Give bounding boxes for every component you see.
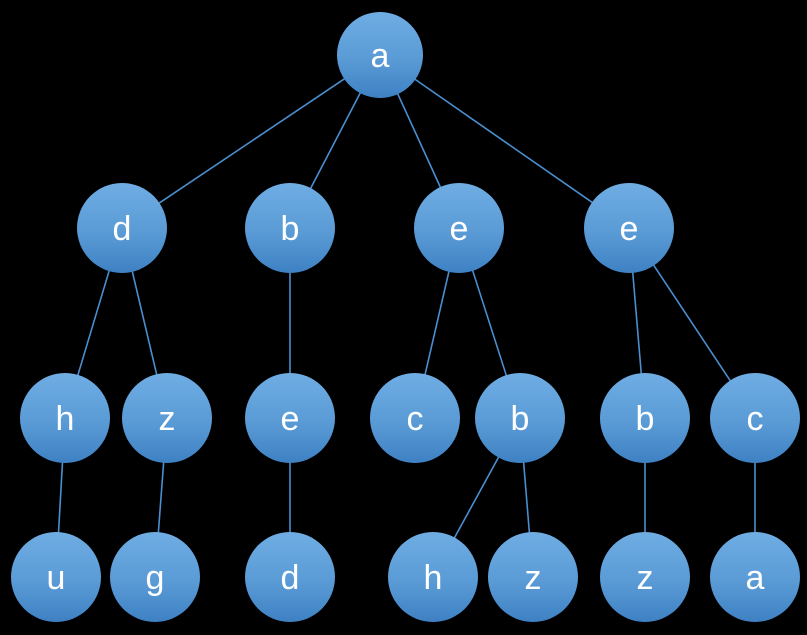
- node-circle[interactable]: [11, 532, 101, 622]
- node-circle[interactable]: [245, 373, 335, 463]
- node-circle[interactable]: [710, 373, 800, 463]
- tree-edge: [631, 270, 643, 376]
- tree-node[interactable]: d: [77, 183, 167, 273]
- tree-node[interactable]: e: [245, 373, 335, 463]
- node-circle[interactable]: [475, 373, 565, 463]
- node-circle[interactable]: [388, 532, 478, 622]
- node-circle[interactable]: [414, 183, 504, 273]
- node-circle[interactable]: [245, 183, 335, 273]
- tree-edge: [131, 269, 158, 377]
- tree-node[interactable]: a: [710, 532, 800, 622]
- tree-node[interactable]: h: [20, 373, 110, 463]
- tree-edge: [452, 455, 501, 540]
- node-circle[interactable]: [245, 532, 335, 622]
- node-circle[interactable]: [20, 373, 110, 463]
- tree-node[interactable]: c: [710, 373, 800, 463]
- node-circle[interactable]: [710, 532, 800, 622]
- node-circle[interactable]: [584, 183, 674, 273]
- tree-node[interactable]: b: [600, 373, 690, 463]
- tree-node[interactable]: e: [414, 183, 504, 273]
- tree-edge: [57, 460, 64, 535]
- tree-node[interactable]: b: [475, 373, 565, 463]
- tree-edge: [157, 460, 165, 535]
- tree-node[interactable]: z: [122, 373, 212, 463]
- node-circle[interactable]: [600, 532, 690, 622]
- tree-node[interactable]: z: [600, 532, 690, 622]
- tree-edge: [522, 460, 531, 535]
- tree-edge: [471, 268, 508, 378]
- tree-edge: [157, 77, 347, 205]
- node-circle[interactable]: [488, 532, 578, 622]
- tree-node[interactable]: a: [337, 12, 423, 98]
- tree-node[interactable]: d: [245, 532, 335, 622]
- tree-node[interactable]: u: [11, 532, 101, 622]
- tree-edge: [423, 269, 451, 377]
- tree-node[interactable]: z: [488, 532, 578, 622]
- tree-edge: [413, 77, 595, 205]
- node-circle[interactable]: [370, 373, 460, 463]
- tree-edge: [76, 268, 111, 378]
- node-circle[interactable]: [337, 12, 423, 98]
- tree-edge: [652, 263, 732, 383]
- tree-node[interactable]: c: [370, 373, 460, 463]
- node-circle[interactable]: [110, 532, 200, 622]
- node-circle[interactable]: [77, 183, 167, 273]
- node-circle[interactable]: [122, 373, 212, 463]
- node-circle[interactable]: [600, 373, 690, 463]
- tree-node[interactable]: b: [245, 183, 335, 273]
- tree-node[interactable]: h: [388, 532, 478, 622]
- tree-node[interactable]: g: [110, 532, 200, 622]
- tree-edge: [309, 91, 362, 191]
- tree-node[interactable]: e: [584, 183, 674, 273]
- tree-edge: [396, 91, 442, 190]
- edges-layer: [57, 77, 756, 540]
